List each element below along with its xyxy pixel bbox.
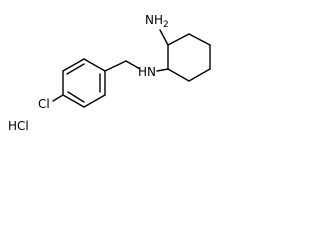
cyclohexane-ring: [167, 33, 211, 82]
ch2-aryl-bond: [104, 60, 127, 72]
nh-ch2-bond: [125, 60, 141, 70]
amine-n: N: [145, 13, 154, 27]
chlorine-bond: [52, 94, 64, 102]
chemical-structure: NH2 HN Cl HCl: [8, 13, 211, 133]
ring-bond: [62, 94, 85, 108]
nh-ring-bond: [156, 68, 169, 72]
hcl-label: HCl: [8, 119, 29, 133]
ring-bond: [83, 58, 106, 72]
nh-n: N: [147, 65, 156, 79]
amine-bond: [159, 29, 169, 46]
amine-subscript: 2: [163, 20, 169, 30]
chlorine-label: Cl: [38, 97, 50, 111]
ring-bond: [83, 94, 106, 108]
amine-label: NH2: [145, 13, 169, 30]
ring-bond: [188, 68, 211, 82]
double-bond-inner: [66, 63, 85, 75]
ring-bond: [62, 58, 85, 72]
amine-h: H: [154, 13, 163, 27]
ring-bond: [167, 68, 190, 82]
secondary-amine-label: HN: [138, 65, 156, 79]
nh-h: H: [138, 65, 147, 79]
benzene-ring: [62, 58, 106, 108]
double-bond-inner: [67, 91, 85, 103]
ring-bond: [167, 33, 190, 46]
ring-bond: [188, 33, 211, 46]
